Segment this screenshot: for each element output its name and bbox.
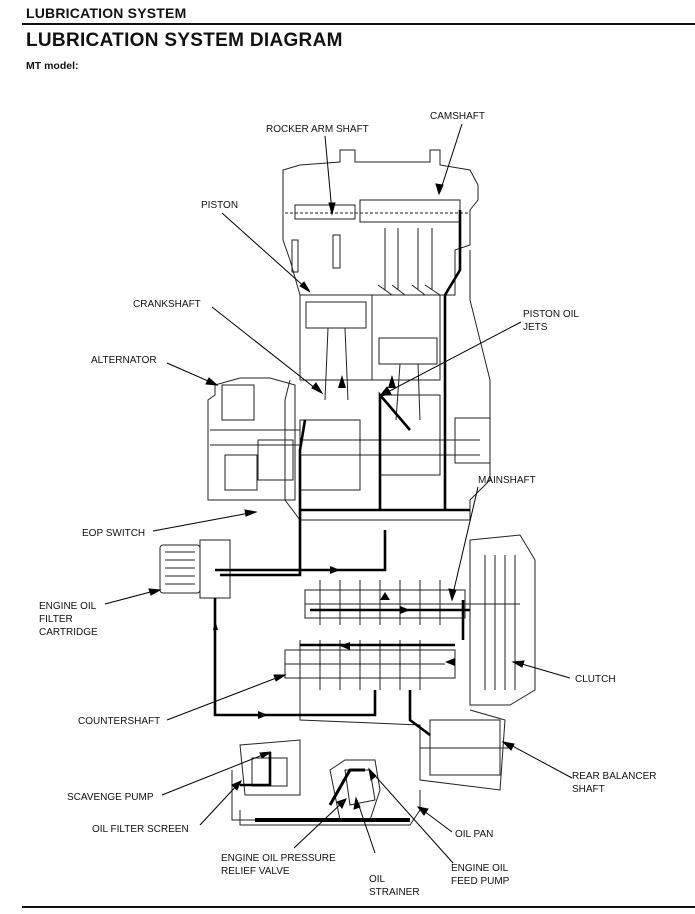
section-header: LUBRICATION SYSTEM xyxy=(26,5,187,21)
label-clutch: CLUTCH xyxy=(575,674,616,685)
label-rear-balancer-1: REAR BALANCER xyxy=(572,771,656,782)
label-relief-valve-1: ENGINE OIL PRESSURE xyxy=(221,853,336,864)
label-camshaft: CAMSHAFT xyxy=(430,111,485,122)
engine-drawing xyxy=(159,149,536,826)
page-title: LUBRICATION SYSTEM DIAGRAM xyxy=(26,30,343,51)
label-feed-pump-1: ENGINE OIL xyxy=(451,863,509,874)
flow-arrows xyxy=(213,375,455,719)
header-rule xyxy=(22,23,695,25)
label-piston-oil-jets-1: PISTON OIL xyxy=(523,309,579,320)
label-oil-strainer-2: STRAINER xyxy=(369,887,420,898)
callout-labels: ROCKER ARM SHAFT CAMSHAFT PISTON CRANKSH… xyxy=(39,111,656,898)
label-countershaft: COUNTERSHAFT xyxy=(78,716,160,727)
label-oil-strainer-1: OIL xyxy=(369,874,386,885)
label-filter-2: FILTER xyxy=(39,614,73,625)
label-oil-pan: OIL PAN xyxy=(455,829,493,840)
label-rocker-arm-shaft: ROCKER ARM SHAFT xyxy=(266,124,369,135)
label-alternator: ALTERNATOR xyxy=(91,355,157,366)
label-oil-filter-screen: OIL FILTER SCREEN xyxy=(92,824,189,835)
label-crankshaft: CRANKSHAFT xyxy=(133,299,201,310)
oil-passages xyxy=(213,210,470,822)
label-scavenge-pump: SCAVENGE PUMP xyxy=(67,792,154,803)
label-filter-3: CARTRIDGE xyxy=(39,627,98,638)
label-rear-balancer-2: SHAFT xyxy=(572,784,605,795)
label-piston-oil-jets-2: JETS xyxy=(523,322,548,333)
label-mainshaft: MAINSHAFT xyxy=(478,475,536,486)
leader-lines xyxy=(104,123,573,864)
model-subtitle: MT model: xyxy=(26,60,79,72)
footer-rule xyxy=(22,906,695,908)
label-filter-1: ENGINE OIL xyxy=(39,601,97,612)
label-relief-valve-2: RELIEF VALVE xyxy=(221,866,290,877)
label-piston: PISTON xyxy=(201,200,238,211)
label-eop-switch: EOP SWITCH xyxy=(82,528,145,539)
label-feed-pump-2: FEED PUMP xyxy=(451,876,510,887)
